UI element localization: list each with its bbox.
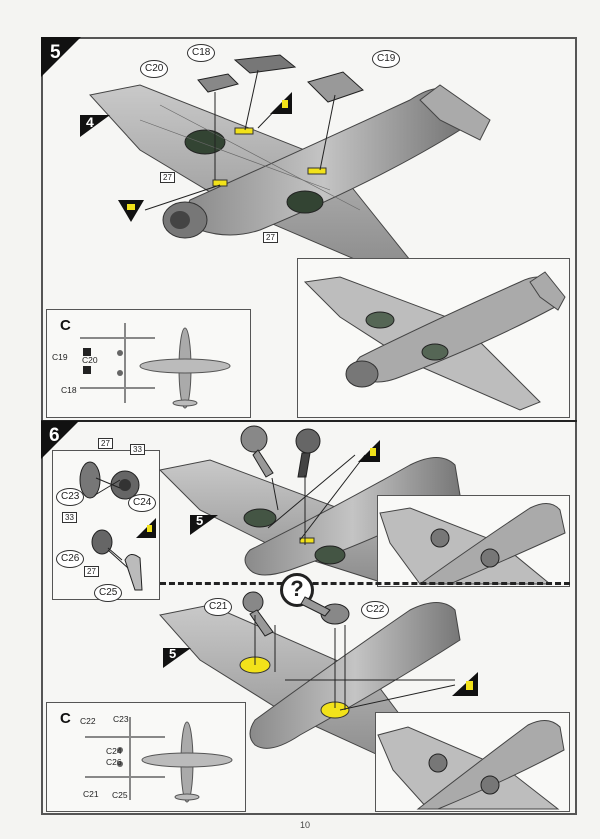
sprue-label-c18: C18 (61, 385, 77, 395)
page-number: 10 (300, 820, 311, 830)
step-6-lower-result-aircraft (377, 720, 565, 810)
sub-step-flag (190, 515, 218, 535)
sub-step-5b-number: 5 (169, 646, 177, 661)
glue-warning-triangle (452, 672, 478, 696)
callout-c23: C23 (56, 488, 85, 506)
glue-warning-triangle (118, 200, 144, 222)
glue-number: 33 (130, 444, 145, 455)
callout-c24: C24 (128, 494, 157, 512)
step-5-aircraft-illustration (89, 84, 491, 271)
sprue-label-c22: C22 (80, 716, 96, 726)
step-5-number: 5 (50, 42, 61, 63)
sprue-label-c24: C24 (106, 746, 122, 756)
sub-step-flag (163, 648, 191, 668)
part-c19-drawing (307, 71, 364, 103)
step-5-sprue-drawing (80, 323, 231, 409)
alternative-divider (160, 582, 570, 585)
step-6-number: 6 (49, 425, 60, 446)
step-6-lower-aircraft (159, 602, 461, 766)
step-6-sprue-drawing (85, 717, 233, 803)
sub-step-5a-number: 5 (196, 513, 204, 528)
sub-step-flag (80, 115, 110, 137)
part-c20-drawing (197, 73, 239, 93)
sprue-label-c25: C25 (112, 790, 128, 800)
step-5-flag (41, 37, 81, 77)
callout-c20: C20 (140, 60, 169, 78)
glue-number: 27 (84, 566, 99, 577)
sprue-letter: C (60, 710, 71, 727)
step-6-flag (41, 421, 79, 459)
sub-step-4-number: 4 (86, 114, 94, 130)
sprue-label-c19: C19 (52, 352, 68, 362)
sprue-letter: C (60, 317, 71, 334)
callout-c26: C26 (56, 550, 85, 568)
sprue-label-c23: C23 (113, 714, 129, 724)
step-6-upper-aircraft (158, 457, 461, 586)
glue-number: 27 (263, 232, 278, 243)
callout-c18: C18 (187, 44, 216, 62)
callout-c19: C19 (372, 50, 401, 68)
glue-warning-triangle (358, 440, 380, 462)
callout-c25: C25 (94, 584, 123, 602)
sprue-label-c21: C21 (83, 789, 99, 799)
glue-number: 27 (160, 172, 175, 183)
landing-gear-subassembly-box (52, 450, 160, 600)
sprue-label-c26: C26 (106, 757, 122, 767)
callout-c22: C22 (361, 601, 390, 619)
landing-gear-parts-lower-drawing (242, 591, 350, 637)
glue-warning-triangle (270, 92, 292, 114)
landing-gear-parts-drawing (240, 425, 321, 478)
step-divider (41, 420, 577, 422)
sprue-label-c20: C20 (82, 355, 98, 365)
step-5-result-aircraft (303, 271, 566, 411)
part-c18-drawing (233, 54, 297, 74)
glue-number: 27 (98, 438, 113, 449)
glue-warning-triangle (136, 518, 156, 538)
glue-number: 33 (62, 512, 77, 523)
step-6-upper-result-aircraft (379, 503, 566, 585)
landing-gear-subassembly-drawing (79, 461, 143, 591)
callout-c21: C21 (204, 598, 233, 616)
